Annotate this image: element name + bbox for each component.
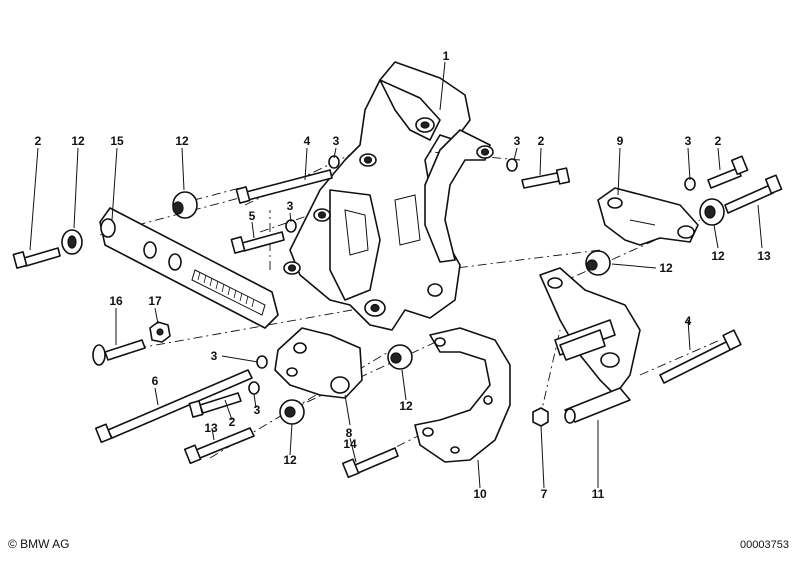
bolt-2-lower [188,392,242,418]
callout-2: 2 [35,134,42,148]
callout-2: 2 [715,134,722,148]
callout-1: 1 [443,49,450,63]
main-bracket [283,61,494,331]
callout-9: 9 [617,134,624,148]
callout-6: 6 [152,374,159,388]
callout-12: 12 [175,134,189,148]
spacer-tube [559,329,606,361]
callout-17: 17 [148,294,162,308]
bolt-16 [92,339,146,366]
callout-16: 16 [109,294,123,308]
callout-3: 3 [287,199,294,213]
bolt-2-mid [521,167,571,189]
callout-13: 13 [204,421,218,435]
callout-14: 14 [343,437,357,451]
callout-13: 13 [757,249,771,263]
pivot-plate-upper [597,187,699,246]
bolt-short-5 [230,231,285,254]
callout-3: 3 [254,403,261,417]
rubber-mount-4 [585,250,611,276]
callout-12: 12 [283,453,297,467]
bolt-long-upper [235,169,333,204]
rubber-mount-3 [699,198,725,226]
rubber-mount-6 [279,399,305,425]
rubber-mount-1 [61,229,83,255]
bolt-13-lower [183,427,255,465]
image-number: 00003753 [740,539,789,551]
callout-15: 15 [110,134,124,148]
callout-12: 12 [659,261,673,275]
bolt-2-right [707,155,749,189]
copyright-text: © BMW AG [8,537,70,551]
bolt-2-left [12,247,61,269]
rubber-mount-group [61,191,725,425]
callout-12: 12 [71,134,85,148]
leader-lines [29,61,763,489]
callout-12: 12 [399,399,413,413]
bolt-14 [341,447,399,479]
callout-3: 3 [685,134,692,148]
bolt-long-6 [94,369,253,444]
pivot-plate-lower [274,327,363,399]
adjusting-strap [99,207,279,329]
callouts: 1 2 12 15 12 4 3 5 3 3 2 9 3 2 12 13 12 … [35,49,771,501]
callout-3: 3 [514,134,521,148]
callout-3: 3 [333,134,340,148]
tensioner-plate [414,327,511,463]
rubber-mount-5 [387,344,413,370]
hex-nut [532,407,549,427]
bolt-13-right [724,174,783,214]
callout-4: 4 [304,134,311,148]
copyright-notice: © BMW AG [8,537,70,551]
callout-2: 2 [538,134,545,148]
callout-2: 2 [229,415,236,429]
callout-3: 3 [211,349,218,363]
bolt-group [12,155,783,479]
flange-nut [149,321,171,343]
callout-11: 11 [592,487,605,501]
bolt-long-4 [659,329,742,384]
callout-8: 8 [346,426,353,440]
callout-12: 12 [711,249,725,263]
callout-10: 10 [473,487,487,501]
callout-5: 5 [249,209,256,223]
rubber-mount-2 [172,191,198,219]
callout-7: 7 [541,487,548,501]
callout-4: 4 [685,314,692,328]
